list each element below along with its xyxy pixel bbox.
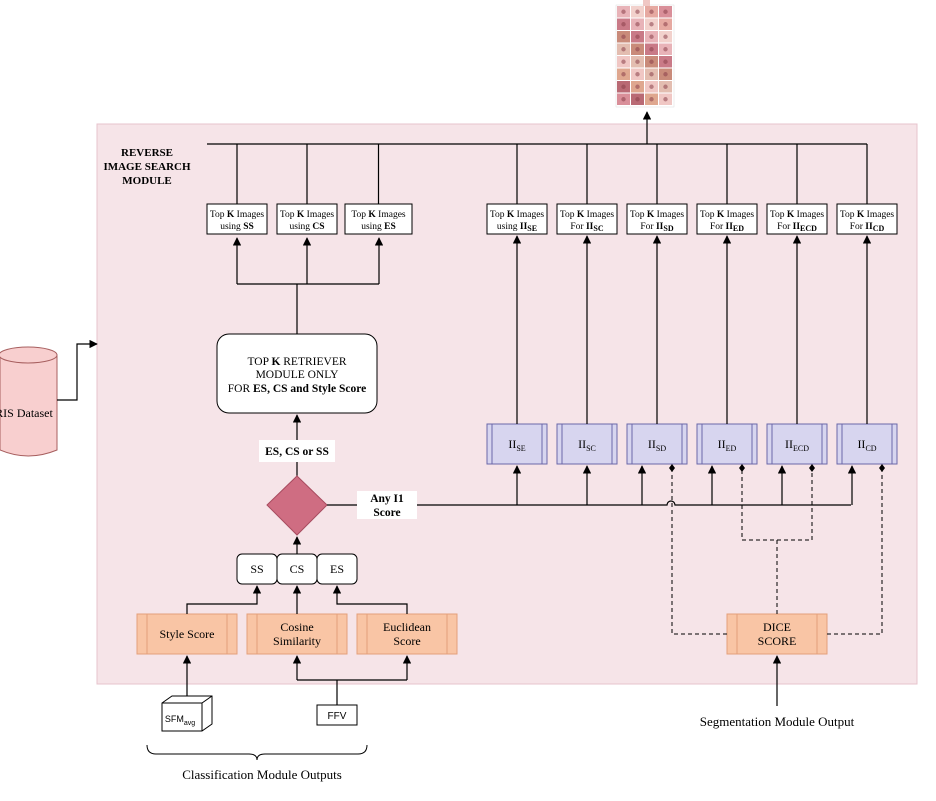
dice-label-1: DICE <box>763 620 791 634</box>
ii-box-label: IIED <box>718 437 737 453</box>
classification-label: Classification Module Outputs <box>182 767 342 782</box>
dice-score-box: DICE SCORE <box>726 613 828 655</box>
top-k-box-line2: For IIECD <box>777 222 817 233</box>
top-k-box-line1: Top K Images <box>210 210 265 220</box>
segmentation-label: Segmentation Module Output <box>700 714 855 729</box>
top-k-box-4: Top K Images using IISE <box>486 203 548 235</box>
retriever-line2: MODULE ONLY <box>256 369 340 381</box>
top-k-box-3: Top K Images using ES <box>344 203 413 235</box>
decision-label-bg <box>259 440 335 462</box>
score-label-es: ES <box>316 553 358 585</box>
sfm-label: SFMavg <box>165 714 195 727</box>
sfm-avg-box: SFMavg <box>161 695 213 732</box>
top-k-box-line1: Top K Images <box>351 210 406 220</box>
score-module-1: Style Score <box>136 613 238 655</box>
score-module-line1: Style Score <box>160 627 215 641</box>
classification-brace <box>146 744 368 761</box>
ii-box-ecd: IIECD <box>766 423 828 465</box>
ii-box-label: IISE <box>508 437 525 453</box>
score-label-text: ES <box>330 562 344 576</box>
top-k-box-line1: Top K Images <box>560 210 615 220</box>
dice-dashed-connectors <box>671 470 883 635</box>
top-k-retriever-module <box>216 333 378 414</box>
dataset-arrow <box>57 339 98 401</box>
output-image-grid <box>615 0 675 108</box>
top-k-box-line2: For IICD <box>850 222 885 233</box>
score-module-line1: Euclidean <box>383 620 431 634</box>
ii-box-label: IISD <box>648 437 666 453</box>
decision-diamond <box>266 475 328 536</box>
score-label-text: SS <box>250 562 263 576</box>
ii-box-ed: IIED <box>696 423 758 465</box>
top-k-box-line1: Top K Images <box>280 210 335 220</box>
any-score-label-2: Score <box>373 507 400 519</box>
module-title-line1: REVERSE <box>121 147 173 159</box>
module-title-line2: IMAGE SEARCH <box>103 161 191 173</box>
euclidean-to-es-arrow <box>332 585 408 614</box>
top-k-box-line1: Top K Images <box>630 210 685 220</box>
score-module-line1: Cosine <box>280 620 313 634</box>
decision-label: ES, CS or SS <box>265 446 329 458</box>
top-k-box-line1: Top K Images <box>700 210 755 220</box>
top-k-box-line2: For IIED <box>710 222 744 233</box>
top-k-box-2: Top K Images using CS <box>276 203 338 235</box>
score-module-line2: Similarity <box>273 634 321 648</box>
score-module-line2: Score <box>393 634 420 648</box>
score-label-cs: CS <box>276 553 318 585</box>
dice-diamond-heads <box>669 464 885 472</box>
ii-box-sc: IISC <box>556 423 618 465</box>
retriever-line1: TOP K RETRIEVER <box>247 356 346 368</box>
ii-box-label: IISC <box>578 437 596 453</box>
retriever-line3: FOR ES, CS and Style Score <box>228 383 366 395</box>
top-k-box-line2: For IISD <box>640 222 673 233</box>
ris-dataset: RIS Dataset <box>0 346 58 457</box>
any-score-label-bg <box>357 491 417 519</box>
top-k-box-line2: using ES <box>361 222 396 232</box>
dataset-label: RIS Dataset <box>0 406 53 420</box>
ffv-label: FFV <box>328 711 347 722</box>
top-k-box-line2: For IISC <box>570 222 603 233</box>
any-score-label-1: Any I1 <box>370 493 404 505</box>
score-label-text: CS <box>290 562 305 576</box>
ii-box-label: IICD <box>857 437 876 453</box>
ii-box-sd: IISD <box>626 423 688 465</box>
ii-box-cd: IICD <box>836 423 898 465</box>
top-k-box-line1: Top K Images <box>490 210 545 220</box>
ii-distribution-line <box>417 500 851 506</box>
top-k-box-line1: Top K Images <box>770 210 825 220</box>
top-k-box-line2: using CS <box>289 222 324 232</box>
top-k-box-line2: using SS <box>220 222 254 232</box>
module-title-line3: MODULE <box>122 175 172 187</box>
top-k-box-1: Top K Images using SS <box>206 203 268 235</box>
top-k-box-line1: Top K Images <box>840 210 895 220</box>
style-to-ss-arrow <box>186 585 262 614</box>
ii-box-se: IISE <box>486 423 548 465</box>
top-k-box-line2: using IISE <box>497 222 537 233</box>
score-label-ss: SS <box>236 553 278 585</box>
ii-box-label: IIECD <box>785 437 809 453</box>
dice-label-2: SCORE <box>758 634 797 648</box>
